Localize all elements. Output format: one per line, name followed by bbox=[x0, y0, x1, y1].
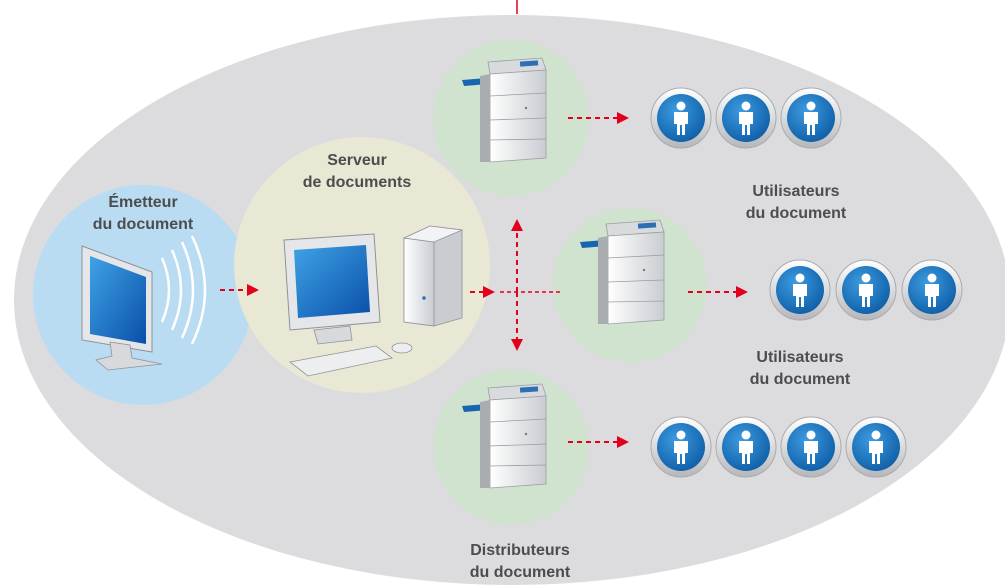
user-icon bbox=[845, 416, 907, 478]
emitter-monitor-icon bbox=[81, 235, 207, 371]
user-group-middle bbox=[769, 259, 963, 321]
server-computer-icon bbox=[283, 225, 464, 377]
user-icon bbox=[715, 87, 777, 149]
user-icon bbox=[901, 259, 963, 321]
user-icon bbox=[769, 259, 831, 321]
distributors-label-line1: Distributeurs bbox=[470, 542, 570, 559]
server-label-line1: Serveur bbox=[327, 152, 387, 169]
users-top-label-line1: Utilisateurs bbox=[752, 183, 840, 200]
server-label-line2: de documents bbox=[302, 174, 412, 191]
server-label: Serveur de documents bbox=[292, 150, 422, 194]
user-icon bbox=[650, 87, 712, 149]
user-icon bbox=[780, 416, 842, 478]
user-icon bbox=[715, 416, 777, 478]
user-icon bbox=[835, 259, 897, 321]
users-middle-label-line2: du document bbox=[749, 371, 851, 388]
distributors-label: Distributeurs du document bbox=[460, 540, 580, 584]
emitter-label-line2: du document bbox=[92, 216, 194, 233]
users-middle-label: Utilisateurs du document bbox=[740, 347, 860, 391]
users-middle-label-line1: Utilisateurs bbox=[756, 349, 844, 366]
users-top-label-line2: du document bbox=[745, 205, 847, 222]
flow-arrows bbox=[220, 112, 748, 448]
user-group-top bbox=[650, 87, 842, 149]
users-top-label: Utilisateurs du document bbox=[736, 181, 856, 225]
emitter-label: Émetteur du document bbox=[83, 192, 203, 236]
distributors-label-line2: du document bbox=[469, 564, 571, 581]
user-icon bbox=[650, 416, 712, 478]
user-icon bbox=[780, 87, 842, 149]
emitter-label-line1: Émetteur bbox=[108, 194, 178, 211]
